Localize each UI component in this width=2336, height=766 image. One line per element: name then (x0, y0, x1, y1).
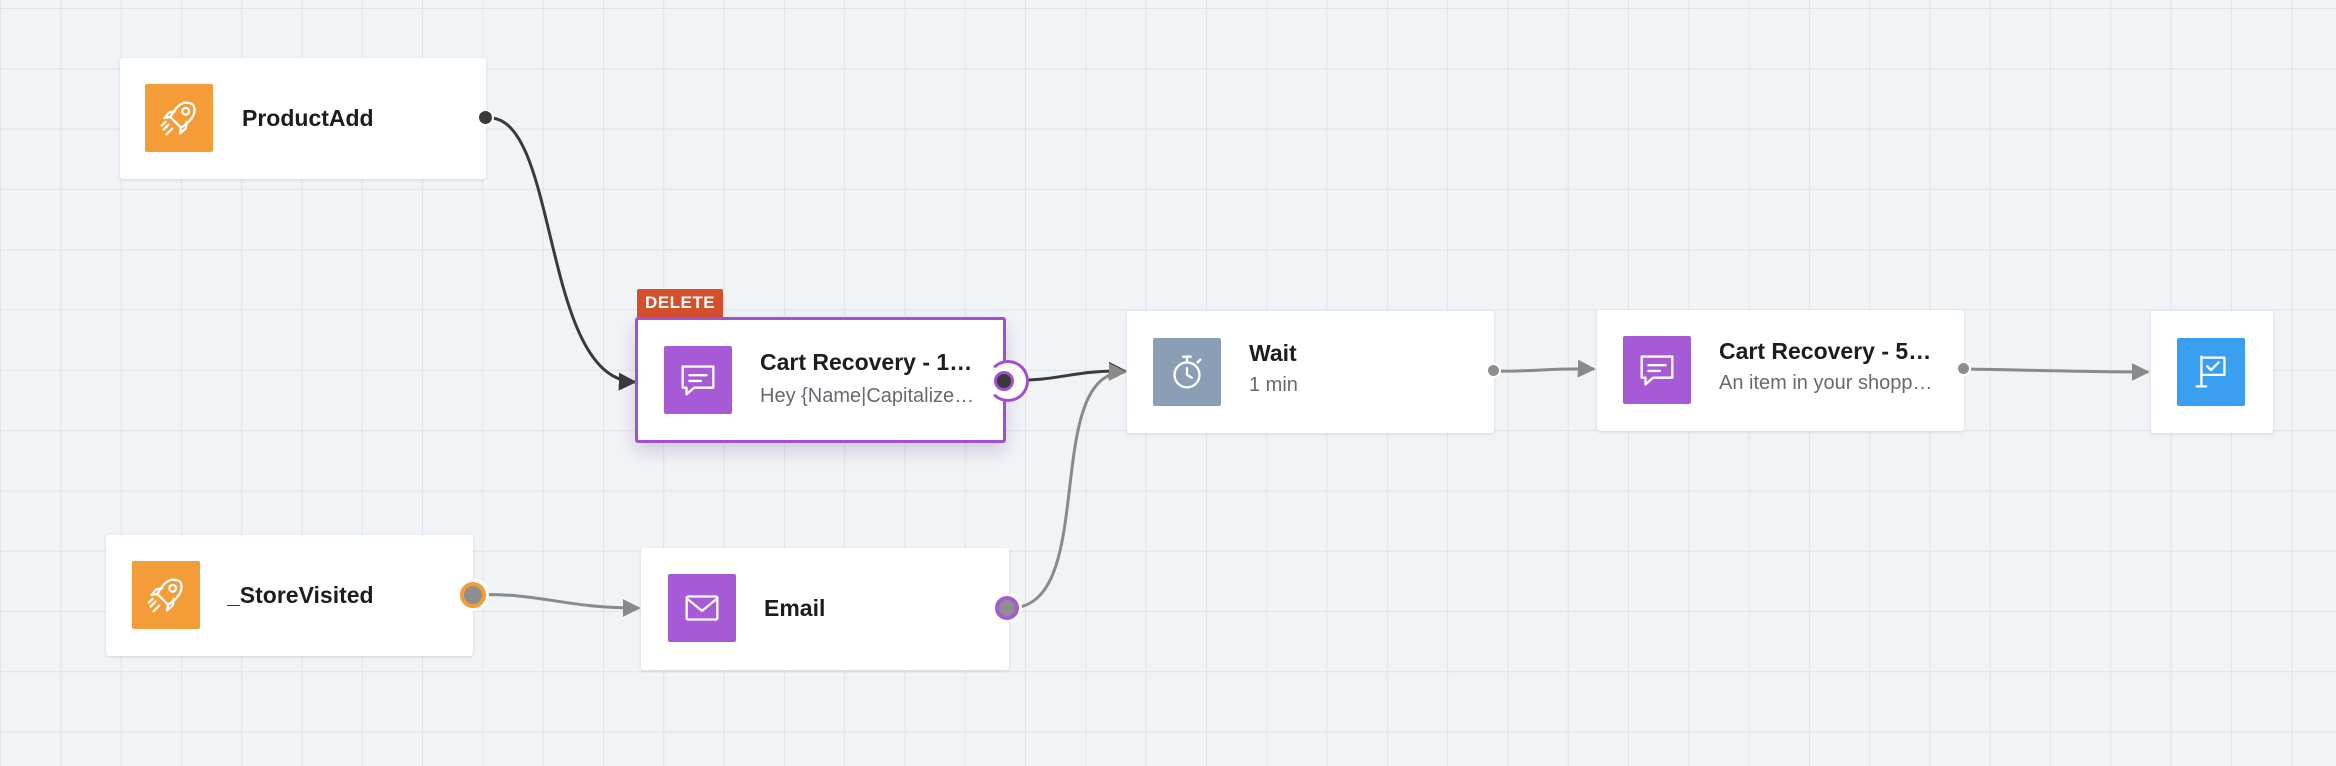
node-subtitle: 1 min (1249, 374, 1298, 396)
output-port[interactable] (995, 596, 1019, 620)
chat-bubble-icon (1623, 336, 1691, 404)
node-title: _StoreVisited (227, 582, 374, 608)
rocket-icon (145, 84, 213, 152)
node-title: Cart Recovery - 1… (760, 349, 973, 375)
delete-button[interactable]: DELETE (637, 289, 724, 317)
node-wait[interactable]: Wait 1 min (1127, 311, 1494, 433)
node-title: ProductAdd (242, 105, 374, 131)
envelope-icon (668, 574, 736, 642)
node-subtitle: Hey {Name|Capitalize… (760, 385, 975, 407)
goal-flag-icon (2177, 338, 2245, 406)
node-cart-recovery-1[interactable]: Cart Recovery - 1… Hey {Name|Capitalize… (635, 317, 1006, 443)
output-port[interactable] (460, 582, 486, 608)
output-port[interactable] (1956, 361, 1971, 376)
connector-productadd-to-cart-recovery-1 (485, 116, 637, 391)
node-title: Email (764, 595, 826, 621)
node-title: Wait (1249, 340, 1297, 366)
node-cart-recovery-5[interactable]: Cart Recovery - 5… An item in your shopp… (1597, 310, 1964, 431)
node-productadd[interactable]: ProductAdd (120, 58, 486, 179)
connector-email-to-wait (1009, 363, 1127, 610)
stopwatch-icon (1153, 338, 1221, 406)
chat-bubble-icon (664, 346, 732, 414)
connector-wait-to-cart-recovery-5 (1493, 359, 1596, 378)
rocket-icon (132, 561, 200, 629)
output-port-dot (994, 371, 1014, 391)
output-port[interactable] (1486, 363, 1501, 378)
node-goal[interactable] (2151, 311, 2273, 433)
node-subtitle: An item in your shopp… (1719, 372, 1933, 394)
connector-cart-recovery-5-to-goal (1963, 362, 2150, 381)
node-title: Cart Recovery - 5… (1719, 338, 1932, 364)
connector-storevisited-to-email (473, 593, 641, 617)
node-storevisited[interactable]: _StoreVisited (106, 535, 473, 656)
output-port[interactable] (477, 109, 494, 126)
node-email[interactable]: Email (641, 548, 1009, 670)
